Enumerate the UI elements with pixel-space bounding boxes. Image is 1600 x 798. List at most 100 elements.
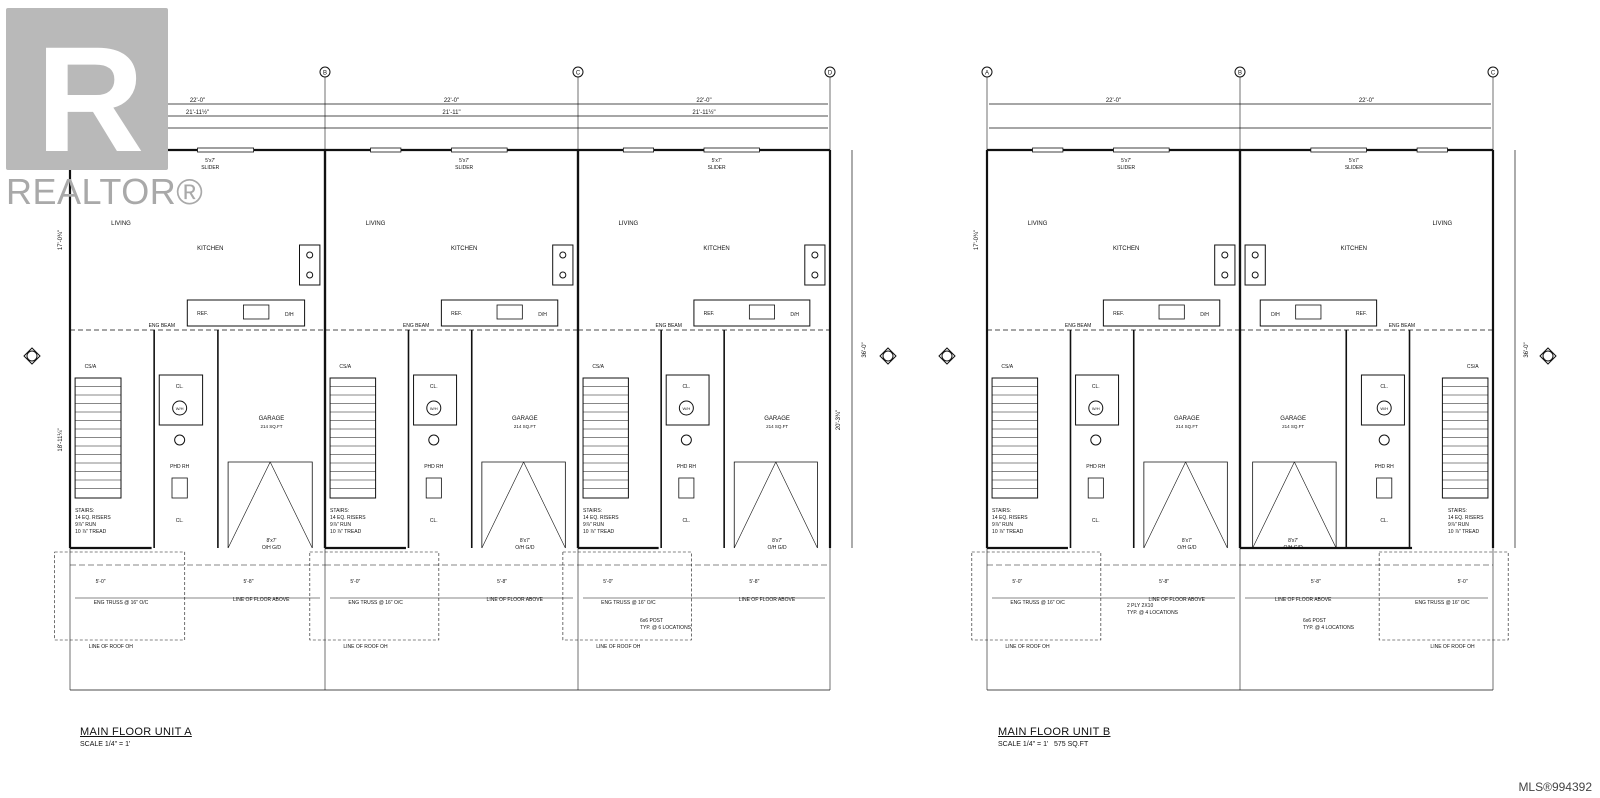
b2-closet bbox=[1360, 374, 1405, 426]
a1-dw: D/H bbox=[285, 312, 294, 318]
b2-slider bbox=[1310, 147, 1367, 153]
a2-stairs-4: 10 ⅞" TREAD bbox=[330, 529, 362, 535]
b2-door-swing bbox=[1252, 461, 1337, 548]
a3-phd: PHD RH bbox=[677, 464, 697, 470]
a3-door-swing bbox=[733, 461, 818, 548]
b1-door-swing bbox=[1143, 461, 1228, 548]
b2-csa: CS/A bbox=[1467, 364, 1479, 370]
a2-door-size: 8'x7' bbox=[520, 538, 530, 544]
b1-wc bbox=[1087, 477, 1104, 499]
a2-sink bbox=[496, 304, 523, 320]
b2-range bbox=[1244, 244, 1266, 286]
b-dim-depth: 36'-0" bbox=[1524, 342, 1530, 357]
a1-floor-above: LINE OF FLOOR ABOVE bbox=[233, 597, 290, 603]
a3-kitchen: KITCHEN bbox=[703, 246, 729, 252]
b2-stairs-4: 10 ⅞" TREAD bbox=[1448, 529, 1480, 535]
b-section-right-circle bbox=[1542, 350, 1554, 362]
a2-range bbox=[552, 244, 574, 286]
b-dim-overall-0: 22'-0" bbox=[1106, 98, 1121, 104]
b2-wh-label: W/H bbox=[1380, 406, 1388, 411]
b2-window bbox=[1416, 147, 1448, 153]
a3-window bbox=[622, 147, 654, 153]
b2-stairs-2: 14 EQ. RISERS bbox=[1448, 515, 1484, 521]
b2-floor-above: LINE OF FLOOR ABOVE bbox=[1275, 597, 1332, 603]
b1-beam-label: ENG BEAM bbox=[1065, 323, 1091, 329]
a2-kitchen: KITCHEN bbox=[451, 246, 477, 252]
a3-cl-2: CL. bbox=[682, 518, 690, 524]
b2-wh bbox=[1376, 400, 1392, 416]
a1-living: LIVING bbox=[111, 221, 131, 227]
b2-door-diag-2 bbox=[1252, 461, 1295, 549]
b1-ref: REF. bbox=[1113, 311, 1124, 317]
b2-sink bbox=[1295, 304, 1322, 320]
a2-door-diag-1 bbox=[481, 461, 524, 549]
a-dim-overall-1: 22'-0" bbox=[444, 98, 459, 104]
grid-a-c-label: C bbox=[576, 71, 581, 77]
b2-beam-label: ENG BEAM bbox=[1389, 323, 1415, 329]
a2-dim-porch: 5'-0" bbox=[350, 579, 360, 585]
b1-floor-above: LINE OF FLOOR ABOVE bbox=[1149, 597, 1206, 603]
b2-truss: ENG TRUSS @ 16" O/C bbox=[1415, 600, 1470, 606]
a2-slider bbox=[451, 147, 508, 153]
a1-beam-label: ENG BEAM bbox=[149, 323, 175, 329]
b1-slider-size: 5'x7' bbox=[1121, 158, 1131, 164]
a1-burner-2 bbox=[306, 271, 314, 279]
a1-garage-area: 214 SQ.FT bbox=[260, 424, 282, 429]
b1-garage: GARAGE bbox=[1174, 416, 1200, 422]
a-dim-upper: 17'-0¾" bbox=[58, 230, 64, 250]
a1-slider bbox=[197, 147, 254, 153]
a2-door-diag-2 bbox=[523, 461, 566, 549]
a-post-note-2: TYP. @ 6 LOCATIONS bbox=[640, 625, 692, 631]
a2-closet bbox=[413, 374, 458, 426]
b1-stair bbox=[991, 377, 1039, 499]
a3-truss: ENG TRUSS @ 16" O/C bbox=[601, 600, 656, 606]
unit-b-area: 575 SQ.FT bbox=[1054, 741, 1089, 748]
a1-range bbox=[299, 244, 321, 286]
b1-cl: CL. bbox=[1092, 384, 1100, 390]
a3-wc bbox=[678, 477, 695, 499]
a3-floor-above: LINE OF FLOOR ABOVE bbox=[739, 597, 796, 603]
a1-cl-2: CL. bbox=[176, 518, 184, 524]
b1-door-diag-1 bbox=[1143, 461, 1186, 549]
a1-garage: GARAGE bbox=[259, 416, 285, 422]
a2-living: LIVING bbox=[366, 221, 386, 227]
b1-phd: PHD RH bbox=[1086, 464, 1106, 470]
a1-door-swing bbox=[227, 461, 313, 548]
a3-csa: CS/A bbox=[592, 364, 604, 370]
a2-cl: CL. bbox=[430, 384, 438, 390]
b2-dim-garage: 5'-8" bbox=[1311, 579, 1321, 585]
a2-door-swing bbox=[481, 461, 566, 548]
a2-roof-oh bbox=[309, 551, 440, 641]
a1-stairs-1: STAIRS: bbox=[75, 508, 94, 514]
mls-number: MLS®994392 bbox=[1518, 780, 1592, 794]
b2-roof-oh-label: LINE OF ROOF OH bbox=[1430, 644, 1475, 650]
a3-dim-porch: 5'-0" bbox=[603, 579, 613, 585]
b1-door-diag-2 bbox=[1185, 461, 1228, 549]
a-dim-sub-0: 21'-11½" bbox=[186, 109, 209, 116]
a-dim-sub-2: 21'-11½" bbox=[692, 109, 715, 116]
a2-dw: D/H bbox=[538, 312, 547, 318]
b2-dw: D/H bbox=[1271, 312, 1280, 318]
a2-garage-area: 214 SQ.FT bbox=[514, 424, 536, 429]
a3-wh-label: W/H bbox=[682, 406, 690, 411]
a2-stairs-3: 9⅞" RUN bbox=[330, 522, 351, 528]
a-dim-overall-0: 22'-0" bbox=[190, 98, 205, 104]
b1-csa: CS/A bbox=[1001, 364, 1013, 370]
a2-cl-2: CL. bbox=[430, 518, 438, 524]
a2-wh-label: W/H bbox=[430, 406, 438, 411]
a3-door-diag-2 bbox=[775, 461, 818, 549]
a-dim-lower: 18'-11¼" bbox=[58, 428, 64, 451]
a1-roof-oh bbox=[54, 551, 186, 641]
a1-counter bbox=[186, 299, 306, 327]
b1-lav bbox=[1090, 434, 1102, 446]
b1-living: LIVING bbox=[1028, 221, 1048, 227]
b2-lav bbox=[1378, 434, 1390, 446]
a1-roof-oh-label: LINE OF ROOF OH bbox=[89, 644, 134, 650]
a-section-right bbox=[879, 347, 897, 365]
a1-stairs-4: 10 ⅞" TREAD bbox=[75, 529, 107, 535]
b1-dim-garage: 5'-8" bbox=[1159, 579, 1169, 585]
a2-slider-size: 5'x7' bbox=[459, 158, 469, 164]
a1-closet bbox=[158, 374, 204, 426]
b1-range bbox=[1214, 244, 1236, 286]
